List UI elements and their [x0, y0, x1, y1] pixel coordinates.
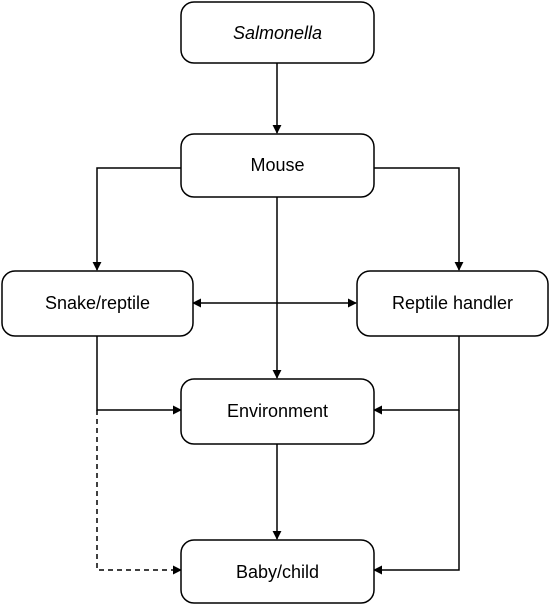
edge-reptile-handler-to-environment	[373, 336, 460, 415]
edge-snake-reptile-to-baby-child-dashed	[96, 410, 182, 575]
node-salmonella: Salmonella	[180, 1, 375, 64]
edge-snake-reptile-to-environment	[96, 336, 182, 415]
node-mouse-label: Mouse	[250, 155, 304, 175]
node-snake-reptile-label: Snake/reptile	[45, 293, 150, 313]
node-environment-label: Environment	[227, 401, 328, 421]
edge-mouse-to-snake-reptile	[92, 167, 181, 271]
node-baby-child-label: Baby/child	[236, 562, 319, 582]
node-baby-child: Baby/child	[180, 539, 375, 604]
node-salmonella-label: Salmonella	[233, 23, 322, 43]
node-snake-reptile: Snake/reptile	[1, 270, 194, 337]
edges-group	[92, 63, 464, 575]
edge-reptile-handler-to-baby-child	[373, 410, 460, 575]
edge-mouse-to-reptile-handler	[374, 167, 464, 271]
node-mouse: Mouse	[180, 133, 375, 198]
node-reptile-handler-label: Reptile handler	[392, 293, 513, 313]
node-reptile-handler: Reptile handler	[356, 270, 549, 337]
node-environment: Environment	[180, 378, 375, 445]
